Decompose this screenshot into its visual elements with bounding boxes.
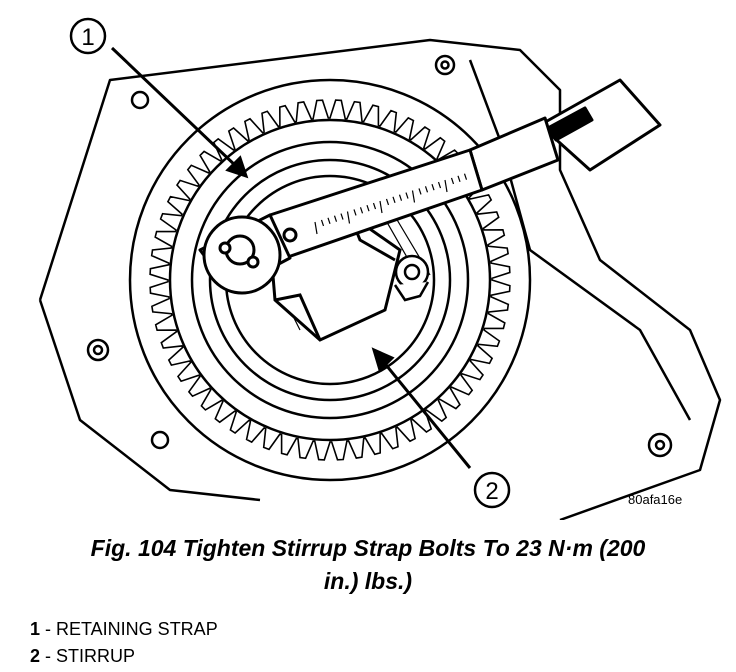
legend: 1 - RETAINING STRAP 2 - STIRRUP [30,616,218,670]
scale-tick [450,177,455,185]
figure-caption: Fig. 104 Tighten Stirrup Strap Bolts To … [0,532,736,598]
legend-item: 1 - RETAINING STRAP [30,619,218,639]
housing-lower-edge [38,299,261,502]
scale-tick [340,213,344,220]
scale-tick [353,209,357,216]
figure-id: 80afa16e [628,492,683,507]
wrench-handle [538,78,662,172]
callout-1: 1 [81,24,94,51]
gear-tooth-ring [149,99,511,461]
scale-tick [437,181,442,189]
scale-tick [314,221,318,235]
technical-illustration: 1 2 [38,17,722,522]
scale-tick [418,188,422,195]
callout-2: 2 [485,478,498,505]
scale-tick [405,192,409,199]
scale-tick [320,219,325,227]
scale-tick [411,190,416,203]
torque-wrench-drawing: 1 2 [38,17,722,522]
scale-tick [359,207,364,214]
scale-tick [385,198,390,206]
wrench-shaft [468,116,560,192]
caption-line-2: in.) lbs.) [323,568,413,594]
legend-item: 2 - STIRRUP [30,646,136,666]
scale-tick [372,202,377,210]
scale-tick [463,173,468,180]
scale-tick [431,184,435,191]
scale-tick [398,194,403,201]
scale-tick [424,186,429,193]
scale-tick [327,217,331,224]
ring-gear-outer [128,78,532,482]
wrench-scale-ticks [314,173,468,235]
scale-tick [444,179,448,193]
scale-tick [333,215,338,222]
housing-inner-edge [468,59,692,421]
scale-tick [379,200,383,214]
scale-tick [366,205,370,212]
caption-line-1: Fig. 104 Tighten Stirrup Strap Bolts To … [90,535,646,561]
gear-teeth [149,99,511,461]
scale-tick [346,211,351,224]
scale-tick [457,175,461,182]
housing-outline [38,38,722,522]
scale-tick [392,196,396,203]
